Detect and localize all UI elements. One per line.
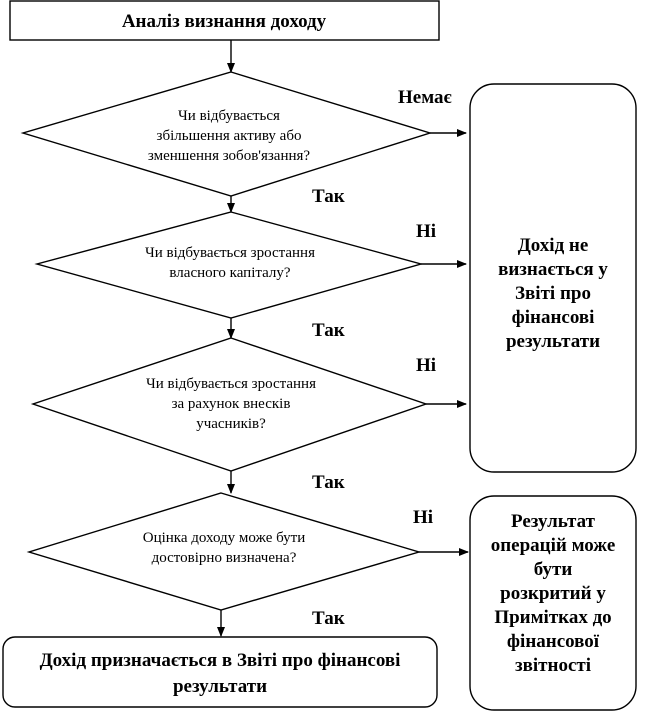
- decision-1-line-1: Чи відбувається: [178, 108, 280, 124]
- disclosed-line-3: бути: [534, 559, 573, 580]
- decision-2-line-1: Чи відбувається зростання: [145, 245, 315, 261]
- not-recognized-line-4: фінансові: [512, 307, 595, 328]
- decision-3-line-1: Чи відбувається зростання: [146, 376, 316, 392]
- decision-4-yes-label: Так: [312, 608, 345, 629]
- decision-1-no-label: Немає: [398, 87, 452, 108]
- start-box: Аналіз визнання доходу: [9, 0, 440, 41]
- decision-4-no-label: Ні: [413, 507, 433, 528]
- decision-1-line-2: збільшення активу або: [157, 128, 302, 144]
- decision-1: Чи відбувається збільшення активу або зм…: [20, 71, 433, 197]
- not-recognized-line-5: результати: [506, 331, 600, 352]
- disclosed-line-2: операцій може: [491, 535, 616, 556]
- disclosed-line-5: Примітках до: [494, 607, 611, 628]
- end-box: Дохід призначається в Звіті про фінансов…: [2, 636, 438, 708]
- decision-2: Чи відбувається зростання власного капіт…: [34, 211, 424, 319]
- decision-2-yes-label: Так: [312, 320, 345, 341]
- side-box-disclosed: Результат операцій може бути розкритий у…: [469, 495, 637, 711]
- decision-1-yes-label: Так: [312, 186, 345, 207]
- not-recognized-line-3: Звіті про: [515, 283, 591, 304]
- decision-3-yes-label: Так: [312, 472, 345, 493]
- end-line-2: результати: [173, 676, 267, 697]
- disclosed-line-4: розкритий у: [500, 583, 606, 604]
- decision-3-line-2: за рахунок внесків: [172, 396, 291, 412]
- disclosed-line-6: фінансової: [507, 631, 600, 652]
- decision-4-line-1: Оцінка доходу може бути: [143, 530, 306, 546]
- decision-4-line-2: достовірно визначена?: [152, 550, 297, 566]
- side-box-not-recognized: Дохід не визнається у Звіті про фінансов…: [469, 83, 637, 473]
- decision-1-line-3: зменшення зобов'язання?: [148, 148, 310, 164]
- not-recognized-line-1: Дохід не: [518, 235, 589, 256]
- connectors: [217, 40, 235, 637]
- disclosed-line-7: звітності: [515, 655, 591, 676]
- decision-2-no-label: Ні: [416, 221, 436, 242]
- decision-4: Оцінка доходу може бути достовірно визна…: [26, 492, 422, 611]
- end-line-1: Дохід призначається в Звіті про фінансов…: [40, 650, 401, 671]
- disclosed-line-1: Результат: [511, 511, 596, 532]
- start-title: Аналіз визнання доходу: [122, 11, 327, 32]
- decision-2-line-2: власного капіталу?: [169, 265, 290, 281]
- decision-3: Чи відбувається зростання за рахунок вне…: [30, 337, 429, 472]
- no-connectors: [419, 129, 469, 556]
- decision-3-no-label: Ні: [416, 355, 436, 376]
- not-recognized-line-2: визнається у: [498, 259, 608, 280]
- decision-3-line-3: учасників?: [196, 416, 266, 432]
